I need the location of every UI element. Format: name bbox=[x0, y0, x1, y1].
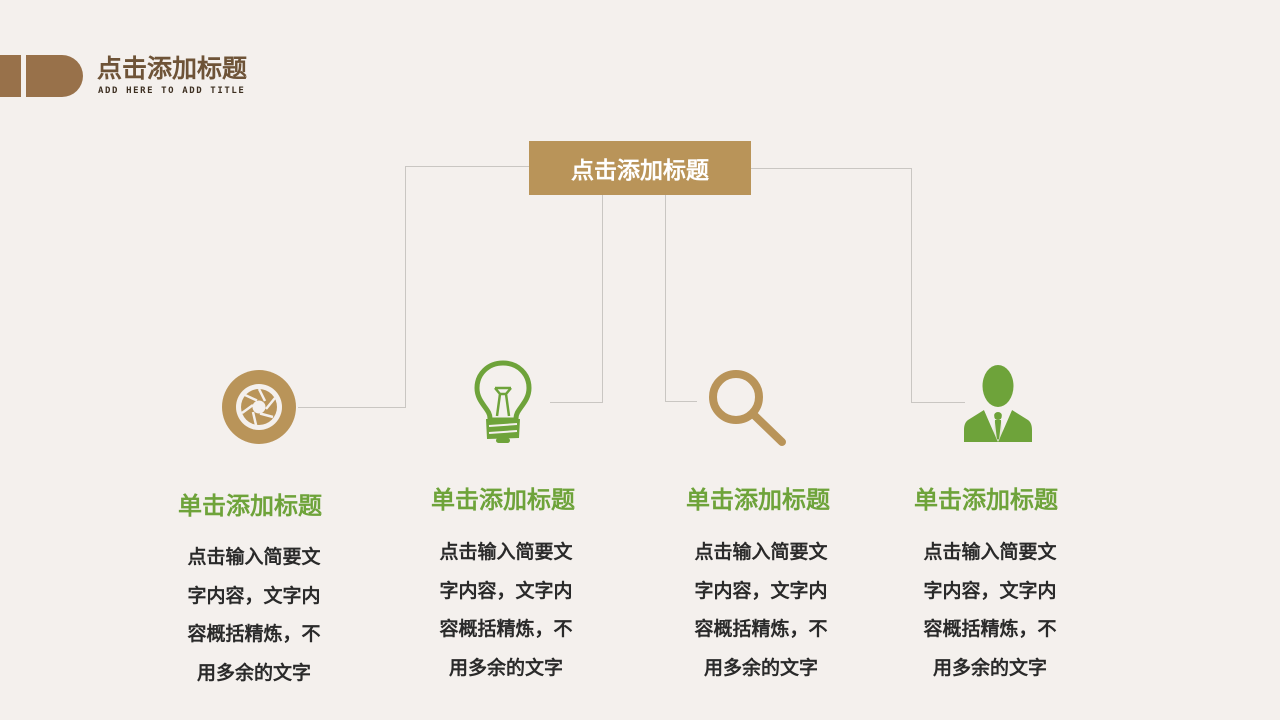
connector-line bbox=[665, 401, 697, 402]
description-line: 点击输入简要文 bbox=[439, 541, 573, 563]
header-tab-bar-large bbox=[26, 55, 83, 97]
description-line: 点击输入简要文 bbox=[923, 541, 1057, 563]
header-tab-bar-small bbox=[0, 55, 21, 97]
item-title[interactable]: 单击添加标题 bbox=[178, 492, 322, 520]
connector-line bbox=[602, 195, 603, 403]
description-line: 点击输入简要文 bbox=[187, 546, 321, 568]
description-line: 字内容，文字内 bbox=[694, 579, 828, 602]
item-description[interactable]: 点击输入简要文 字内容，文字内 容概括精炼，不 用多余的文字 bbox=[421, 533, 591, 687]
description-line: 用多余的文字 bbox=[703, 656, 818, 679]
item-description[interactable]: 点击输入简要文 字内容，文字内 容概括精炼，不 用多余的文字 bbox=[676, 533, 846, 687]
connector-line bbox=[911, 168, 912, 403]
description-line: 容概括精炼，不 bbox=[439, 618, 573, 640]
connector-line bbox=[751, 168, 912, 169]
center-title: 点击添加标题 bbox=[571, 158, 709, 184]
item-title[interactable]: 单击添加标题 bbox=[914, 486, 1058, 514]
lightbulb-icon bbox=[474, 360, 532, 446]
item-description[interactable]: 点击输入简要文 字内容，文字内 容概括精炼，不 用多余的文字 bbox=[169, 538, 339, 692]
connector-line bbox=[550, 402, 603, 403]
connector-line bbox=[911, 402, 965, 403]
connector-line bbox=[405, 166, 406, 408]
page-title[interactable]: 点击添加标题 bbox=[97, 54, 248, 83]
description-line: 容概括精炼，不 bbox=[187, 623, 321, 645]
item-description[interactable]: 点击输入简要文 字内容，文字内 容概括精炼，不 用多余的文字 bbox=[905, 533, 1075, 687]
item-title[interactable]: 单击添加标题 bbox=[431, 486, 575, 514]
connector-line bbox=[665, 195, 666, 402]
description-line: 字内容，文字内 bbox=[187, 584, 321, 607]
connector-line bbox=[405, 166, 529, 167]
description-line: 容概括精炼，不 bbox=[923, 618, 1057, 640]
description-line: 字内容，文字内 bbox=[439, 579, 573, 602]
description-line: 用多余的文字 bbox=[196, 661, 311, 684]
businessman-icon bbox=[963, 364, 1033, 444]
center-title-box[interactable]: 点击添加标题 bbox=[529, 141, 751, 195]
description-line: 字内容，文字内 bbox=[923, 579, 1057, 602]
magnifier-icon bbox=[706, 366, 788, 448]
page-subtitle[interactable]: ADD HERE TO ADD TITLE bbox=[98, 86, 246, 96]
description-line: 用多余的文字 bbox=[448, 656, 563, 679]
description-line: 容概括精炼，不 bbox=[694, 618, 828, 640]
connector-line bbox=[298, 407, 406, 408]
description-line: 点击输入简要文 bbox=[694, 541, 828, 563]
camera-aperture-icon bbox=[221, 370, 297, 444]
item-title[interactable]: 单击添加标题 bbox=[686, 486, 830, 514]
description-line: 用多余的文字 bbox=[932, 656, 1047, 679]
